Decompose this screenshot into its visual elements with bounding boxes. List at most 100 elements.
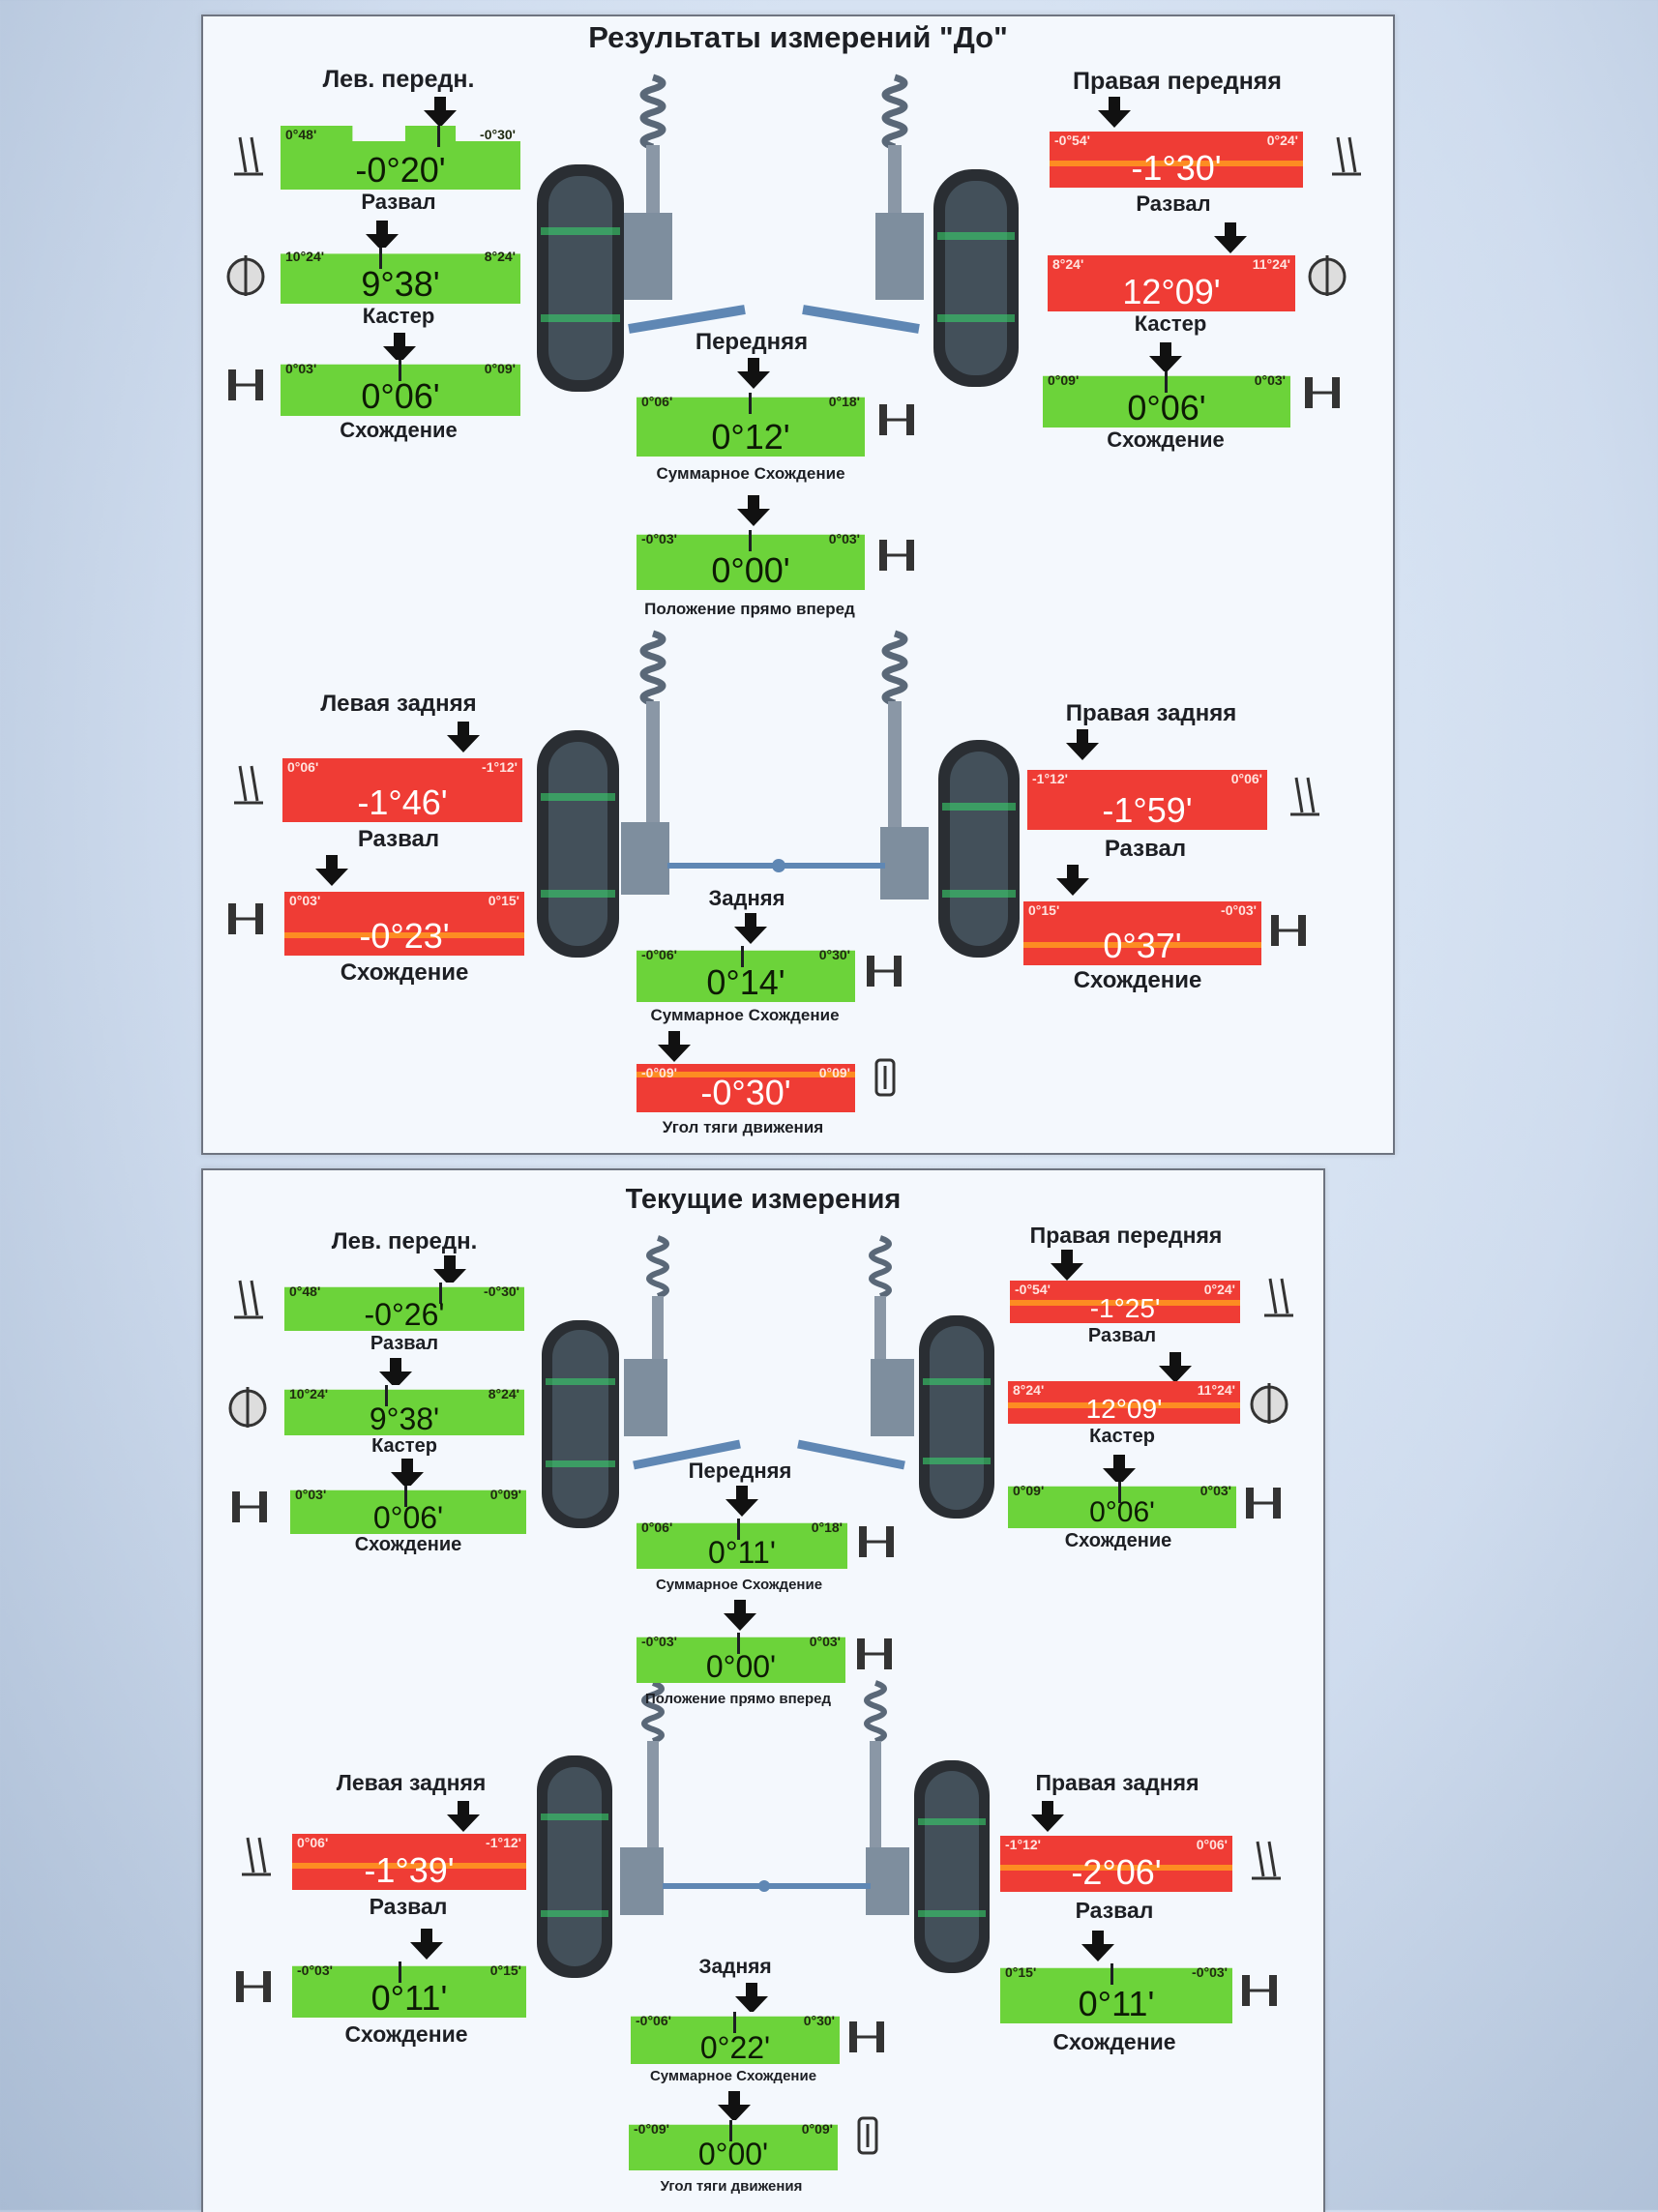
arrow-down-icon <box>315 855 348 886</box>
toe-label: Схождение <box>1064 1530 1172 1551</box>
thrust-angle-label: Угол тяги движения <box>660 2178 803 2195</box>
toe-label: Схождение <box>340 959 469 986</box>
toe-value: 0°37' <box>1103 926 1182 965</box>
total-toe-icon <box>849 2021 884 2052</box>
camber-icon <box>234 1280 263 1319</box>
total-toe-label: Суммарное Схождение <box>650 1006 840 1024</box>
arrow-down-icon <box>1149 342 1182 373</box>
toe-icon <box>228 369 263 400</box>
camber-icon <box>1264 1278 1293 1317</box>
current-rear-right-header: Правая задняя <box>1035 1770 1199 1795</box>
setback-value: 0°00' <box>711 550 790 590</box>
setback-label: Положение прямо вперед <box>644 600 855 618</box>
before-front-right-header: Правая передняя <box>1073 68 1282 95</box>
arrow-down-icon <box>737 358 770 389</box>
camber-value: -1°59' <box>1102 790 1193 830</box>
camber-value: -1°30' <box>1131 148 1222 188</box>
thrust-angle-icon <box>874 1058 896 1097</box>
toe-value: 0°06' <box>372 1500 444 1534</box>
arrow-down-icon <box>1214 222 1247 253</box>
arrow-down-icon <box>383 333 416 364</box>
camber-value: -2°06' <box>1071 1852 1162 1892</box>
before-front-right-camber-gauge: -0°54' 0°24' -1°30' <box>1050 132 1303 188</box>
camber-value: -0°26' <box>364 1297 445 1331</box>
arrow-down-icon <box>735 1983 768 2014</box>
toe-value: -0°23' <box>359 916 450 956</box>
total-toe-value: 0°11' <box>708 1535 776 1569</box>
current-front-right-toe-gauge: 0°09' 0°03' 0°06' <box>1008 1482 1236 1528</box>
toe-icon <box>232 1491 267 1522</box>
caster-value: 9°38' <box>369 1401 440 1435</box>
before-rear-left-toe-gauge: 0°03' 0°15' -0°23' <box>284 892 524 956</box>
caster-label: Кастер <box>362 304 435 328</box>
arrow-down-icon <box>1031 1801 1064 1832</box>
camber-label: Развал <box>1075 1898 1154 1923</box>
toe-icon <box>1271 915 1306 946</box>
current-rear-center-header: Задняя <box>698 1956 772 1978</box>
arrow-down-icon <box>447 722 480 752</box>
caster-icon <box>226 255 265 296</box>
current-front-axle-illustration <box>542 1235 994 1528</box>
arrow-down-icon <box>433 1255 466 1286</box>
arrow-down-icon <box>366 221 399 251</box>
thrust-angle-icon <box>857 2116 878 2155</box>
arrow-down-icon <box>658 1031 691 1062</box>
arrow-down-icon <box>1103 1455 1136 1486</box>
arrow-down-icon <box>724 1600 756 1631</box>
before-setback-gauge: -0°03' 0°03' 0°00' <box>637 530 865 590</box>
caster-value: 12°09' <box>1085 1394 1163 1424</box>
current-front-left-caster-gauge: 10°24' 8°24' 9°38' <box>284 1385 524 1435</box>
current-rear-axle-illustration <box>537 1680 990 1978</box>
before-front-center-header: Передняя <box>695 329 809 355</box>
caster-icon <box>1308 255 1347 296</box>
caster-label: Кастер <box>1089 1426 1155 1447</box>
before-front-right-caster-gauge: 8°24' 11°24' 12°09' <box>1048 255 1295 311</box>
total-toe-icon <box>859 1526 894 1557</box>
arrow-down-icon <box>1056 865 1089 896</box>
total-toe-value: 0°12' <box>711 417 790 457</box>
arrow-down-icon <box>737 495 770 526</box>
camber-label: Развал <box>1087 1325 1157 1346</box>
camber-icon <box>242 1837 271 1876</box>
setback-icon <box>879 540 914 571</box>
current-front-left-toe-gauge: 0°03' 0°09' 0°06' <box>290 1486 526 1534</box>
camber-value: -0°20' <box>355 150 446 190</box>
arrow-down-icon <box>1066 729 1099 760</box>
current-front-right-camber-gauge: -0°54' 0°24' -1°25' <box>1010 1281 1240 1323</box>
current-front-right-header: Правая передняя <box>1029 1223 1223 1248</box>
caster-value: 12°09' <box>1122 272 1221 311</box>
total-toe-value: 0°14' <box>706 962 785 1002</box>
camber-label: Развал <box>370 1333 439 1354</box>
arrow-down-icon <box>410 1929 443 1960</box>
before-rear-left-header: Левая задняя <box>320 691 477 717</box>
current-setback-gauge: -0°03' 0°03' 0°00' <box>637 1633 845 1683</box>
toe-label: Схождение <box>344 2021 468 2047</box>
setback-label: Положение прямо вперед <box>644 1691 832 1707</box>
arrow-down-icon <box>718 2091 751 2122</box>
before-front-left-header: Лев. передн. <box>322 66 475 93</box>
current-front-center-header: Передняя <box>688 1459 792 1483</box>
before-front-left-camber-gauge: 0°48' -0°30' -0°20' <box>281 126 520 190</box>
toe-label: Схождение <box>1052 2029 1176 2054</box>
current-thrust-angle-gauge: -0°09' 0°09' 0°00' <box>629 2120 838 2170</box>
before-rear-right-toe-gauge: 0°15' -0°03' 0°37' <box>1023 901 1261 965</box>
before-rear-axle-illustration <box>537 630 1020 958</box>
toe-icon <box>228 903 263 934</box>
before-rear-right-header: Правая задняя <box>1065 700 1237 726</box>
current-rear-right-camber-gauge: -1°12' 0°06' -2°06' <box>1000 1836 1232 1892</box>
caster-icon <box>228 1387 267 1428</box>
before-front-axle-illustration <box>537 74 1019 392</box>
total-toe-icon <box>879 404 914 435</box>
toe-label: Схождение <box>1107 428 1225 452</box>
before-front-left-caster-gauge: 10°24' 8°24' 9°38' <box>281 248 520 304</box>
caster-label: Кастер <box>1134 311 1207 336</box>
arrow-down-icon <box>1159 1352 1192 1383</box>
before-rear-right-camber-gauge: -1°12' 0°06' -1°59' <box>1027 770 1267 830</box>
caster-label: Кастер <box>371 1435 437 1457</box>
before-total-toe-gauge: 0°06' 0°18' 0°12' <box>637 393 865 457</box>
toe-icon <box>1305 377 1340 408</box>
current-front-left-header: Лев. передн. <box>331 1228 478 1254</box>
arrow-down-icon <box>1081 1931 1114 1961</box>
current-rear-left-camber-gauge: 0°06' -1°12' -1°39' <box>292 1834 526 1890</box>
setback-value: 0°00' <box>705 1649 777 1683</box>
